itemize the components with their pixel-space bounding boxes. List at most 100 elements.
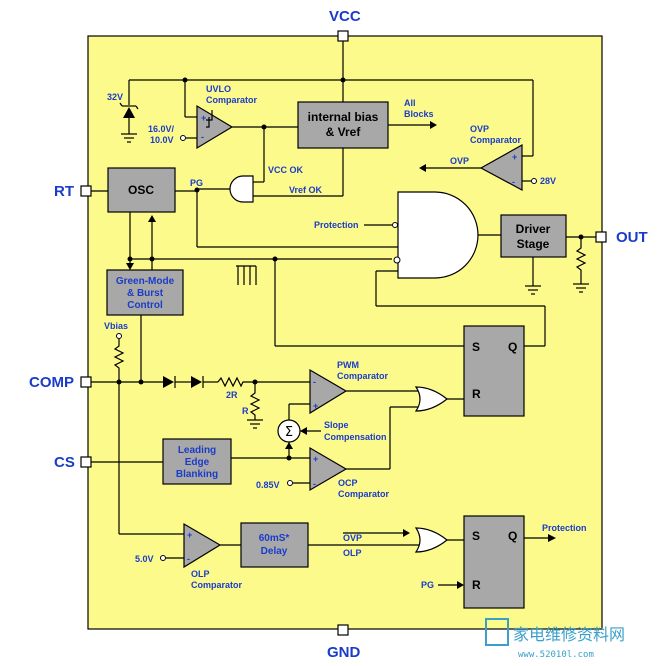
pin-out: OUT	[595, 229, 648, 246]
olp-ref: 5.0V	[135, 554, 154, 564]
uvlo-label-1: UVLO	[206, 84, 231, 94]
svg-text:R: R	[472, 387, 481, 401]
svg-text:OSC: OSC	[128, 183, 154, 197]
svg-text:Q: Q	[508, 340, 517, 354]
svg-text:+: +	[512, 152, 517, 162]
resistor-r: R	[242, 382, 263, 429]
protection-in-label: Protection	[314, 220, 359, 230]
pg-in-label: PG	[421, 580, 434, 590]
protection-out-label: Protection	[542, 523, 587, 533]
pin-comp-label: COMP	[29, 374, 74, 391]
svg-text:R: R	[472, 578, 481, 592]
blanking-pulse-symbol	[236, 265, 257, 285]
site-watermark: 家电维修资料网 www.52010l.com	[485, 618, 625, 660]
zener-label: 32V	[107, 92, 123, 102]
slope-label-2: Compensation	[324, 432, 387, 442]
ocp-comparator: + - 0.85V OCP Comparator	[256, 446, 390, 499]
svg-text:-: -	[313, 377, 316, 387]
resistor-2r: 2R	[217, 376, 310, 400]
ovp-ref: 28V	[540, 176, 556, 186]
svg-text:60mS*: 60mS*	[259, 533, 290, 544]
svg-text:-: -	[201, 132, 204, 142]
svg-text:S: S	[472, 340, 480, 354]
watermark-url: www.52010l.com	[518, 650, 594, 660]
svg-text:Blanking: Blanking	[176, 469, 218, 480]
olp-in-label: OLP	[343, 548, 362, 558]
svg-text:+: +	[187, 530, 192, 540]
pwm-sr-latch: S Q R	[463, 325, 525, 417]
all-blocks-label-1: All	[404, 98, 416, 108]
svg-text:-: -	[187, 554, 190, 564]
osc-block: OSC	[107, 167, 176, 213]
uvlo-threshold-2: 10.0V	[150, 135, 174, 145]
svg-text:internal bias: internal bias	[308, 110, 379, 124]
slope-label-1: Slope	[324, 420, 349, 430]
output-and-gate	[393, 191, 479, 279]
ocp-label-2: Comparator	[338, 489, 390, 499]
svg-text:Edge: Edge	[185, 457, 210, 468]
vcc-ok-label: VCC OK	[268, 165, 304, 175]
ovp-label-2: Comparator	[470, 135, 522, 145]
svg-text:-: -	[313, 479, 316, 489]
ocp-ref: 0.85V	[256, 480, 280, 490]
ocp-label-1: OCP	[338, 478, 358, 488]
pin-cs: CS	[54, 454, 92, 471]
pwm-comparator: - + PWM Comparator	[309, 360, 389, 415]
pin-vcc-label: VCC	[329, 8, 361, 25]
vcc-rail	[129, 41, 534, 157]
svg-text:Stage: Stage	[517, 237, 550, 251]
uvlo-comparator: + - UVLO Comparator 16.0V/ 10.0V	[148, 80, 258, 150]
pwm-label-2: Comparator	[337, 371, 389, 381]
pin-gnd-label: GND	[327, 644, 361, 661]
svg-text:+: +	[313, 454, 318, 464]
watermark-cn: 家电维修资料网	[513, 625, 625, 644]
ovp-comparator: + - 28V OVP Comparator OVP	[419, 124, 556, 192]
svg-text:S: S	[472, 529, 480, 543]
pin-out-label: OUT	[616, 229, 648, 246]
pin-rt: RT	[54, 183, 92, 200]
protection-or-gate	[414, 527, 448, 553]
svg-text:Green-Mode: Green-Mode	[116, 276, 175, 287]
pin-cs-label: CS	[54, 454, 75, 471]
svg-text:Driver: Driver	[516, 222, 551, 236]
slope-summer: Σ	[277, 419, 321, 458]
ovp-label-1: OVP	[470, 124, 489, 134]
pulldown-resistor	[573, 237, 589, 293]
svg-text:-: -	[512, 177, 515, 187]
pwm-label-1: PWM	[337, 360, 359, 370]
pin-gnd: GND	[327, 624, 361, 661]
svg-text:2R: 2R	[226, 390, 238, 400]
svg-text:Delay: Delay	[261, 546, 288, 557]
protection-sr-latch: S Q R	[463, 515, 525, 609]
svg-text:+: +	[201, 113, 206, 123]
driver-stage: Driver Stage	[500, 214, 567, 258]
svg-text:Leading: Leading	[178, 445, 216, 456]
svg-text:Control: Control	[127, 300, 163, 311]
svg-text:R: R	[242, 406, 249, 416]
pg-label: PG	[190, 178, 203, 188]
vbias-label: Vbias	[104, 321, 128, 331]
all-blocks-label-2: Blocks	[404, 109, 434, 119]
green-mode-block: Green-Mode & Burst Control	[106, 269, 184, 316]
svg-text:+: +	[313, 401, 318, 411]
uvlo-threshold-1: 16.0V/	[148, 124, 175, 134]
level-shift-diodes	[163, 376, 218, 388]
leading-edge-blanking: Leading Edge Blanking	[162, 438, 232, 485]
uvlo-label-2: Comparator	[206, 95, 258, 105]
zener-diode-32v: 32V	[107, 80, 139, 143]
internal-bias-block: internal bias & Vref	[297, 101, 389, 149]
delay-block: 60mS* Delay	[240, 522, 309, 568]
svg-text:& Vref: & Vref	[326, 125, 362, 139]
ovp-in-label: OVP	[343, 533, 362, 543]
vref-ok-label: Vref OK	[289, 185, 323, 195]
svg-text:Σ: Σ	[285, 425, 293, 440]
svg-text:Q: Q	[508, 529, 517, 543]
olp-label-1: OLP	[191, 569, 210, 579]
reset-or-gate	[414, 386, 448, 412]
pin-comp: COMP	[29, 374, 92, 391]
olp-label-2: Comparator	[191, 580, 243, 590]
ready-and-gate	[229, 175, 254, 203]
svg-text:& Burst: & Burst	[127, 288, 164, 299]
olp-comparator: + - 5.0V OLP Comparator	[135, 522, 243, 590]
